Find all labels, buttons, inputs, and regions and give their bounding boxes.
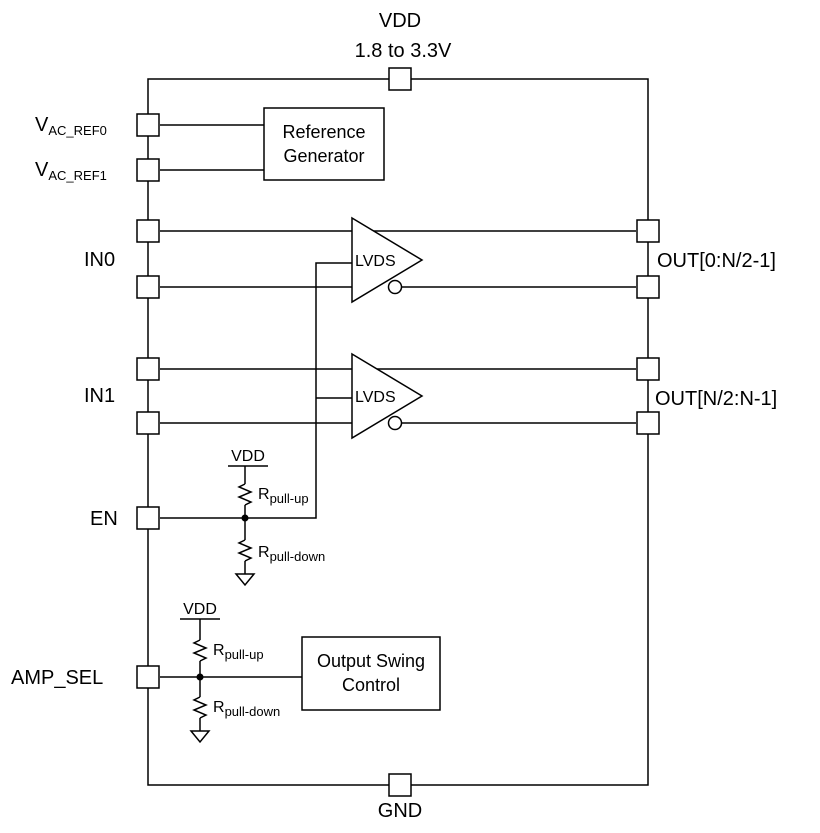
vac-ref0-pin: [136, 113, 160, 137]
vac-ref1-pin: [136, 158, 160, 182]
out1-n-pin: [636, 411, 660, 435]
vdd-range-label: 1.8 to 3.3V: [355, 40, 452, 62]
en-pin: [136, 506, 160, 530]
vdd-pin: [388, 67, 412, 91]
in0-label: IN0: [84, 249, 115, 271]
wire-en-enable: [160, 262, 352, 519]
reference-generator-label-1: Reference: [282, 122, 365, 142]
en-label: EN: [90, 508, 118, 530]
amp-sel-label: AMP_SEL: [11, 667, 103, 689]
out1-p-pin: [636, 357, 660, 381]
reference-generator-block: [263, 107, 385, 181]
amp-ground-symbol: [189, 730, 211, 744]
in1-label: IN1: [84, 385, 115, 407]
en-pulldown-label: Rpull-down: [258, 544, 325, 564]
lvds-driver-0-label: LVDS: [355, 253, 396, 270]
amp-junction-dot: [196, 673, 204, 681]
output-swing-control-label-1: Output Swing: [317, 651, 425, 671]
out-b-label: OUT[N/2:N-1]: [655, 388, 777, 410]
amp-pulldown-label: Rpull-down: [213, 699, 280, 719]
in1-p-pin: [136, 357, 160, 381]
out0-n-pin: [636, 275, 660, 299]
amp-pullup-resistor: [192, 639, 208, 662]
lvds-driver-1-label: LVDS: [355, 389, 396, 406]
en-vdd-label: VDD: [231, 448, 265, 465]
en-junction-dot: [241, 514, 249, 522]
in0-n-pin: [136, 275, 160, 299]
lvds-driver-0-inverted-output: [387, 279, 403, 295]
en-pullup-label: Rpull-up: [258, 486, 309, 506]
amp-pullup-label: Rpull-up: [213, 642, 264, 662]
lvds-driver-1: [351, 352, 424, 440]
lvds-driver-1-inverted-output: [387, 415, 403, 431]
en-pulldown-resistor: [237, 539, 253, 562]
amp-sel-pin: [136, 665, 160, 689]
amp-pulldown-resistor: [192, 696, 208, 719]
in0-p-pin: [136, 219, 160, 243]
en-pullup-resistor: [237, 483, 253, 506]
out0-p-pin: [636, 219, 660, 243]
reference-generator-label-2: Generator: [283, 146, 364, 166]
gnd-pin: [388, 773, 412, 797]
output-swing-control-label-2: Control: [342, 675, 400, 695]
gnd-label: GND: [378, 800, 422, 822]
lvds-driver-0: [351, 216, 424, 304]
vdd-label: VDD: [379, 10, 421, 32]
en-ground-symbol: [234, 573, 256, 587]
amp-vdd-label: VDD: [183, 601, 217, 618]
vac-ref0-label: VAC_REF0: [35, 114, 107, 138]
vac-ref1-label: VAC_REF1: [35, 159, 107, 183]
in1-n-pin: [136, 411, 160, 435]
out-a-label: OUT[0:N/2-1]: [657, 250, 776, 272]
output-swing-control-block: [301, 636, 441, 711]
